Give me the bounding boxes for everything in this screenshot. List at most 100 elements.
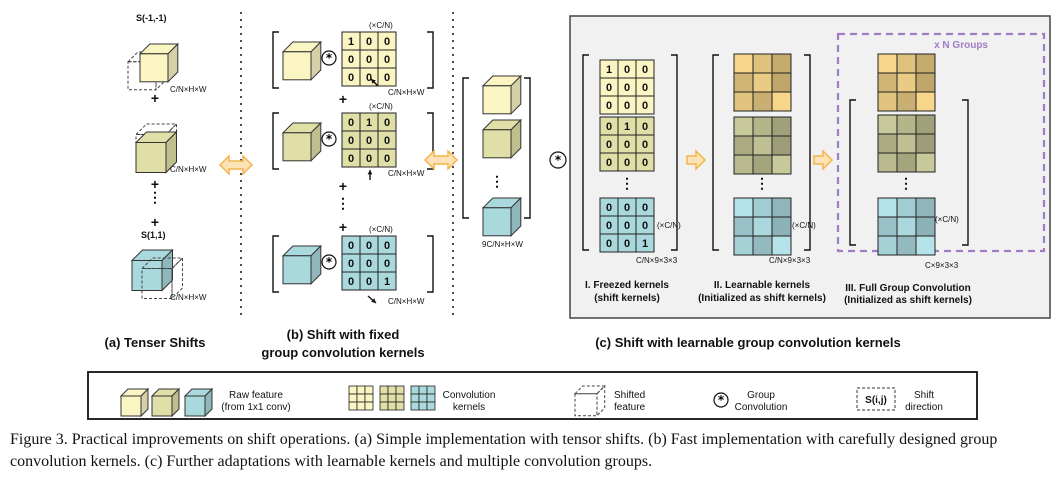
shift-arrow-head <box>371 79 376 84</box>
kernel-cell-value: 0 <box>384 36 390 48</box>
kernel-cell <box>915 91 936 112</box>
cube-front-face <box>574 393 598 417</box>
kernel-cell-value: 0 <box>606 82 612 94</box>
legend-kernel-cell <box>387 401 397 411</box>
legend-raw-label: Raw feature <box>229 390 283 401</box>
legend-shift-direction-box: S(i,j) <box>865 395 887 406</box>
kernel-cell <box>877 235 898 256</box>
kernel-cell <box>733 135 754 156</box>
kernel-cell <box>896 152 917 173</box>
legend-kernel-cell <box>387 393 397 403</box>
ellipsis-dots: ⋮ <box>490 173 504 189</box>
kernel-cell <box>896 235 917 256</box>
kernel-cell <box>733 116 754 137</box>
bracket-right <box>962 99 969 246</box>
plus-sign: + <box>151 176 159 192</box>
kernel-cell <box>771 135 792 156</box>
raw-feature-cube-yellow <box>138 42 180 84</box>
legend-kernel-cell <box>395 393 405 403</box>
kernel-cell-value: 0 <box>384 117 390 129</box>
bracket-right <box>427 31 434 89</box>
kernel-cell-value: 0 <box>606 100 612 112</box>
kernel-cell <box>915 133 936 154</box>
kernel-cell <box>752 154 773 175</box>
legend-kernel-cell <box>426 401 436 411</box>
legend-shift-direction-icon <box>856 387 896 411</box>
kernel-cell-value: 0 <box>366 135 372 147</box>
kernel-cell <box>752 135 773 156</box>
legend-shifted-icon <box>573 384 606 417</box>
raw-feature-cube-yellow <box>481 74 523 116</box>
legend-group-conv-icon: * <box>713 392 729 408</box>
cube-front-face <box>482 129 512 159</box>
subtitle-full-group: (Initialized as shift kernels) <box>844 295 972 306</box>
group-conv-symbol: * <box>321 254 337 270</box>
kernel-cell-value: 0 <box>624 100 630 112</box>
subtitle-learnable: (Initialized as shift kernels) <box>698 293 826 304</box>
kernel-cell <box>752 91 773 112</box>
kernel-cell <box>752 235 773 256</box>
kernel-cell <box>771 91 792 112</box>
kernel-cell <box>915 114 936 135</box>
ellipsis-dots: ⋮ <box>620 175 634 191</box>
dim-label: C/N×H×W <box>388 297 425 306</box>
cube-front-face <box>282 51 312 81</box>
plus-sign: + <box>339 219 347 235</box>
subtitle-learnable: II. Learnable kernels <box>714 280 811 291</box>
legend-kernel-cell <box>356 385 366 395</box>
kernel-cell-value: 0 <box>366 36 372 48</box>
kernel-cell-value: 0 <box>366 258 372 270</box>
kernel-cell-value: 0 <box>348 153 354 165</box>
dim-label: 9C/N×H×W <box>482 240 523 249</box>
kernel-cell <box>635 152 655 172</box>
kernel-cell-value: 0 <box>642 121 648 133</box>
kernel-cell-value: 0 <box>624 202 630 214</box>
kernel-cell <box>877 53 898 74</box>
kernel-cell-value: 0 <box>642 64 648 76</box>
legend-kernel-cell <box>379 393 389 403</box>
legend-kernel-cell <box>364 401 374 411</box>
multiplier-tag: (×C/N) <box>657 221 681 230</box>
kernel-cell-value: 0 <box>366 153 372 165</box>
kernel-dim-label: C/N×9×3×3 <box>636 256 678 265</box>
kernel-dim-label: C/N×9×3×3 <box>769 256 811 265</box>
right-arrow-icon <box>686 149 707 171</box>
group-conv-star: * <box>718 393 725 407</box>
legend-kernel-cell <box>410 393 420 403</box>
kernel-cell <box>915 152 936 173</box>
kernel-cell-value: 0 <box>366 240 372 252</box>
kernel-cell <box>733 154 754 175</box>
cube-front-face <box>282 255 312 285</box>
group-conv-star: * <box>326 132 333 146</box>
kernel-cell <box>896 72 917 93</box>
legend-kernel-icon <box>379 385 405 411</box>
bracket-left <box>272 112 279 170</box>
kernel-cell-value: 0 <box>642 157 648 169</box>
kernel-cell-value: 0 <box>366 72 372 84</box>
legend-group-label: Convolution <box>735 402 788 413</box>
cube-front-face <box>482 207 512 237</box>
kernel-cell-value: 0 <box>642 202 648 214</box>
legend-kernel-cell <box>418 393 428 403</box>
kernel-cell-value: 0 <box>606 121 612 133</box>
double-arrow-icon <box>423 149 459 171</box>
legend-box <box>87 371 978 420</box>
ellipsis-dots: ⋮ <box>148 189 162 205</box>
kernel-cell-value: 0 <box>624 139 630 151</box>
panel-c-title: (c) Shift with learnable group convoluti… <box>595 335 901 350</box>
kernel-cell <box>733 91 754 112</box>
legend-kernel-cell <box>426 385 436 395</box>
kernel-cell-value: 0 <box>624 220 630 232</box>
bracket-left <box>272 31 279 89</box>
legend-kernel-cell <box>410 401 420 411</box>
figure-diagram: S(-1,-1)C/N×H×W+C/N×H×W+⋮+S(1,1)C/N×H×W(… <box>87 12 1051 420</box>
kernel-cell <box>896 53 917 74</box>
ellipsis-dots: ⋮ <box>755 175 769 191</box>
multiplier-tag: (×C/N) <box>369 225 393 234</box>
bracket-left <box>849 99 856 246</box>
kernel-cell <box>877 133 898 154</box>
group-conv-circle <box>321 50 337 66</box>
legend-conv-label: kernels <box>453 402 485 413</box>
full-group-kernel-grid <box>877 197 936 256</box>
kernel-cell-value: 1 <box>606 64 612 76</box>
